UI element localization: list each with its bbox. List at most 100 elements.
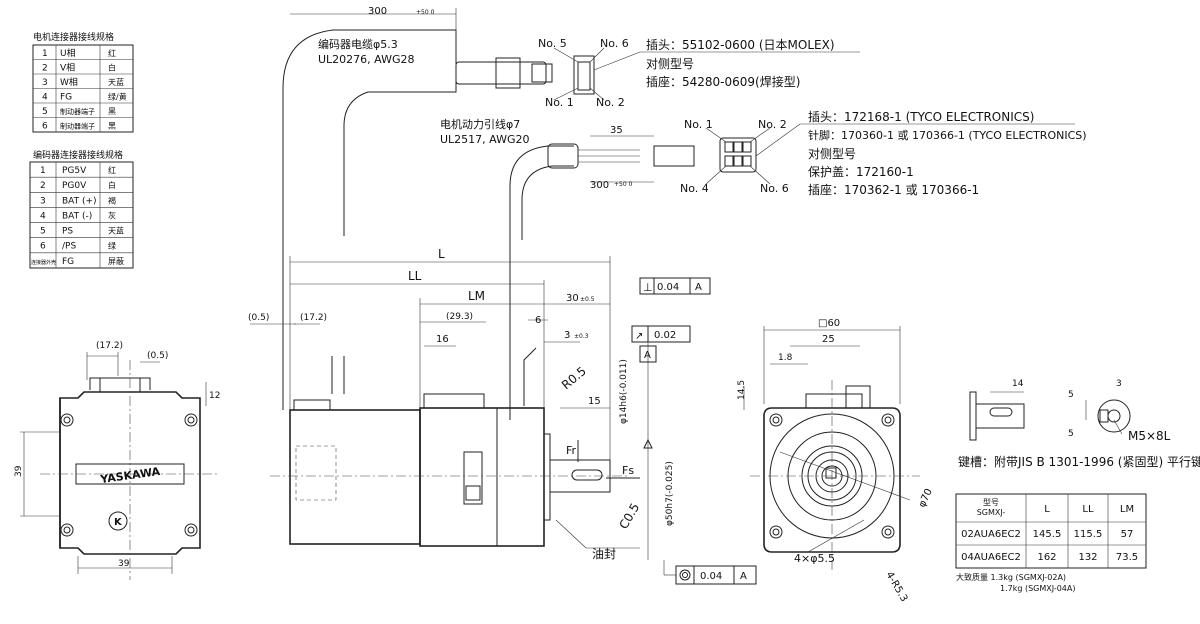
rear-dim-12: 12 <box>209 391 220 401</box>
encoder-pin-signal: BAT (-) <box>62 211 92 221</box>
dim-6: 6 <box>535 315 541 326</box>
spec-row2-L: 162 <box>1037 552 1056 563</box>
force-Fs: Fs <box>622 464 634 477</box>
dim-LM: LM <box>468 289 485 303</box>
motor-pin-color: 黑 <box>108 107 116 116</box>
pwr-pin-2: No. 2 <box>758 118 787 131</box>
motor-pin-no: 3 <box>42 78 48 88</box>
motor-pin-signal: U相 <box>60 47 76 59</box>
key-detail: 14 5 5 3 M5×8L 键槽：附带JIS B 1301-1996 (紧固型… <box>958 379 1200 469</box>
dim-C05: C0.5 <box>616 501 642 532</box>
tol-conc: 0.04 <box>700 571 722 582</box>
power-dim-35: 35 <box>610 125 623 136</box>
front-dim-14-5: 14.5 <box>737 380 747 400</box>
spec-header-LL: LL <box>1082 504 1094 515</box>
encoder-pin-color: 红 <box>108 165 116 175</box>
encoder-pin-no: 6 <box>40 242 46 252</box>
encoder-pin-color: 白 <box>108 180 116 190</box>
encoder-pin-no: 1 <box>40 166 46 176</box>
pwr-mating-label: 对侧型号 <box>808 147 856 161</box>
key-note: 键槽：附带JIS B 1301-1996 (紧固型) 平行键 <box>958 455 1200 469</box>
tol-perp: 0.04 <box>657 282 679 293</box>
spec-row2-LM: 73.5 <box>1116 552 1138 563</box>
dim-shaft-dia: φ14h6(-0.011) <box>619 359 629 424</box>
encoder-pin-color: 屏蔽 <box>108 256 124 266</box>
motor-pin-no: 4 <box>42 93 48 103</box>
svg-text:↗: ↗ <box>635 331 643 342</box>
encoder-pin-signal: FG <box>62 257 74 267</box>
motor-pin-color: 白 <box>108 63 116 73</box>
dim-L: L <box>438 247 445 261</box>
encoder-pin-signal: PS <box>62 227 73 237</box>
encoder-cable-spec1: 编码器电缆φ5.3 <box>318 37 398 51</box>
pwr-pin-1: No. 1 <box>684 118 713 131</box>
front-view: □60 25 1.8 14.5 φ70 4×φ5.5 4-R5.3 <box>737 318 935 604</box>
front-dim-sq60: □60 <box>818 318 840 329</box>
svg-text:SGMXJ-: SGMXJ- <box>977 508 1006 517</box>
key-dim-3: 3 <box>1116 379 1122 389</box>
front-radius: 4-R5.3 <box>883 570 909 604</box>
encoder-cable-spec2: UL20276, AWG28 <box>318 53 415 66</box>
svg-text:⊥: ⊥ <box>643 281 653 294</box>
front-dim-25: 25 <box>822 334 835 345</box>
encoder-cable-length: 300 <box>368 6 387 17</box>
encoder-pin-color: 天蓝 <box>108 226 124 236</box>
encoder-pin-color: 褐 <box>108 195 116 205</box>
pwr-pins-spec: 针脚：170360-1 或 170366-1 (TYCO ELECTRONICS… <box>808 128 1087 142</box>
encoder-pin-signal: BAT (+) <box>62 196 97 206</box>
svg-text:K: K <box>114 517 123 528</box>
motor-pin-table-title: 电机连接器接线规格 <box>33 31 114 43</box>
encoder-pin-color: 绿 <box>108 242 116 251</box>
svg-text:±0.5: ±0.5 <box>580 296 595 303</box>
motor-pin-color: 天蓝 <box>108 77 124 87</box>
dim-30: 30 <box>566 293 579 304</box>
rear-dim-17-2: (17.2) <box>96 341 123 351</box>
motor-pin-color: 黑 <box>108 122 116 131</box>
encoder-pin-no: 3 <box>40 196 46 206</box>
key-thread: M5×8L <box>1128 429 1171 443</box>
rear-dim-0-5: (0.5) <box>147 351 168 361</box>
svg-text:+50 0: +50 0 <box>614 181 633 188</box>
front-dim-1-8: 1.8 <box>778 353 793 363</box>
encoder-pin-color: 灰 <box>108 210 116 220</box>
spec-row2-LL: 132 <box>1078 552 1097 563</box>
force-Fr: Fr <box>566 444 577 457</box>
dim-R05: R0.5 <box>559 364 589 392</box>
encoder-pin-no: 2 <box>40 181 46 191</box>
dim-0-5: (0.5) <box>248 313 269 323</box>
rear-view: YASKAWA K (17.2) (0.5) 12 39 39 <box>14 341 220 580</box>
spec-header-LM: LM <box>1120 504 1134 515</box>
encoder-pin-table-title: 编码器连接器接线规格 <box>33 149 123 161</box>
tol-runout-ref: A <box>644 350 651 361</box>
dim-16: 16 <box>436 334 449 345</box>
motor-pin-signal: 制动器端子 <box>60 122 95 131</box>
encoder-pin-no: 连接器外壳 <box>31 259 56 266</box>
tol-conc-ref: A <box>740 571 747 582</box>
brand-logo: YASKAWA <box>99 465 162 486</box>
spec-row1-LL: 115.5 <box>1074 529 1103 540</box>
pwr-cover-spec: 保护盖：172160-1 <box>808 165 914 179</box>
pwr-plug-spec: 插头：172168-1 (TYCO ELECTRONICS) <box>808 110 1034 124</box>
mass-line1: 大致质量 1.3kg (SGMXJ-02A) <box>956 572 1066 582</box>
enc-pin-5: No. 5 <box>538 37 567 50</box>
encoder-pin-signal: PG5V <box>62 166 87 176</box>
spec-header-L: L <box>1044 504 1050 515</box>
motor-pin-no: 1 <box>42 49 48 59</box>
enc-socket-spec: 插座：54280-0609(焊接型) <box>646 74 800 89</box>
key-dim-5a: 5 <box>1068 390 1074 400</box>
rear-dim-39-h: 39 <box>118 559 130 569</box>
dim-spigot-dia: φ50h7(-0.025) <box>665 461 675 526</box>
front-dim-phi70: φ70 <box>917 487 935 509</box>
front-holes: 4×φ5.5 <box>794 552 835 565</box>
tol-perp-ref: A <box>695 282 702 293</box>
encoder-pin-signal: PG0V <box>62 181 87 191</box>
enc-pin-2: No. 2 <box>596 96 625 109</box>
svg-text:+50 0: +50 0 <box>416 9 435 16</box>
key-dim-5b: 5 <box>1068 429 1074 439</box>
key-dim-14: 14 <box>1012 379 1024 389</box>
spec-row2-model: 04AUA6EC2 <box>961 552 1021 563</box>
motor-pin-color: 红 <box>108 48 116 58</box>
